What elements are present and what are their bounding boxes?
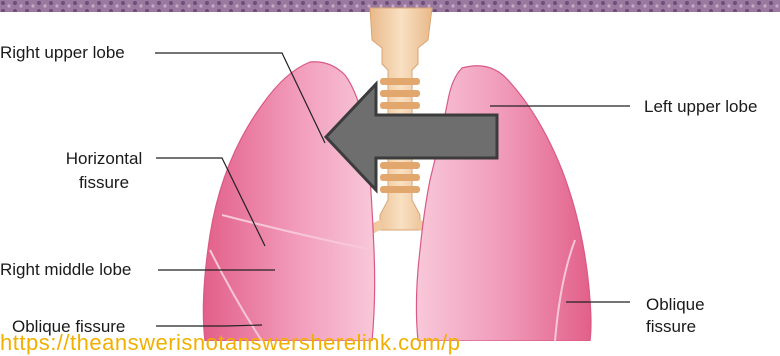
label-oblique-fissure-right-line2: fissure — [646, 316, 705, 337]
label-horizontal-fissure-line2: fissure — [44, 172, 164, 193]
label-right-middle-lobe: Right middle lobe — [0, 259, 131, 280]
label-oblique-fissure-right: Oblique fissure — [646, 294, 705, 337]
label-right-upper-lobe: Right upper lobe — [0, 42, 125, 63]
right-lung — [203, 62, 374, 341]
url-watermark: https://theanswerisnotanswersherelink.co… — [0, 330, 461, 356]
left-lung — [416, 66, 591, 341]
label-oblique-fissure-right-line1: Oblique — [646, 294, 705, 315]
label-left-upper-lobe: Left upper lobe — [644, 96, 757, 117]
label-horizontal-fissure: Horizontal fissure — [44, 148, 164, 193]
label-horizontal-fissure-line1: Horizontal — [44, 148, 164, 169]
